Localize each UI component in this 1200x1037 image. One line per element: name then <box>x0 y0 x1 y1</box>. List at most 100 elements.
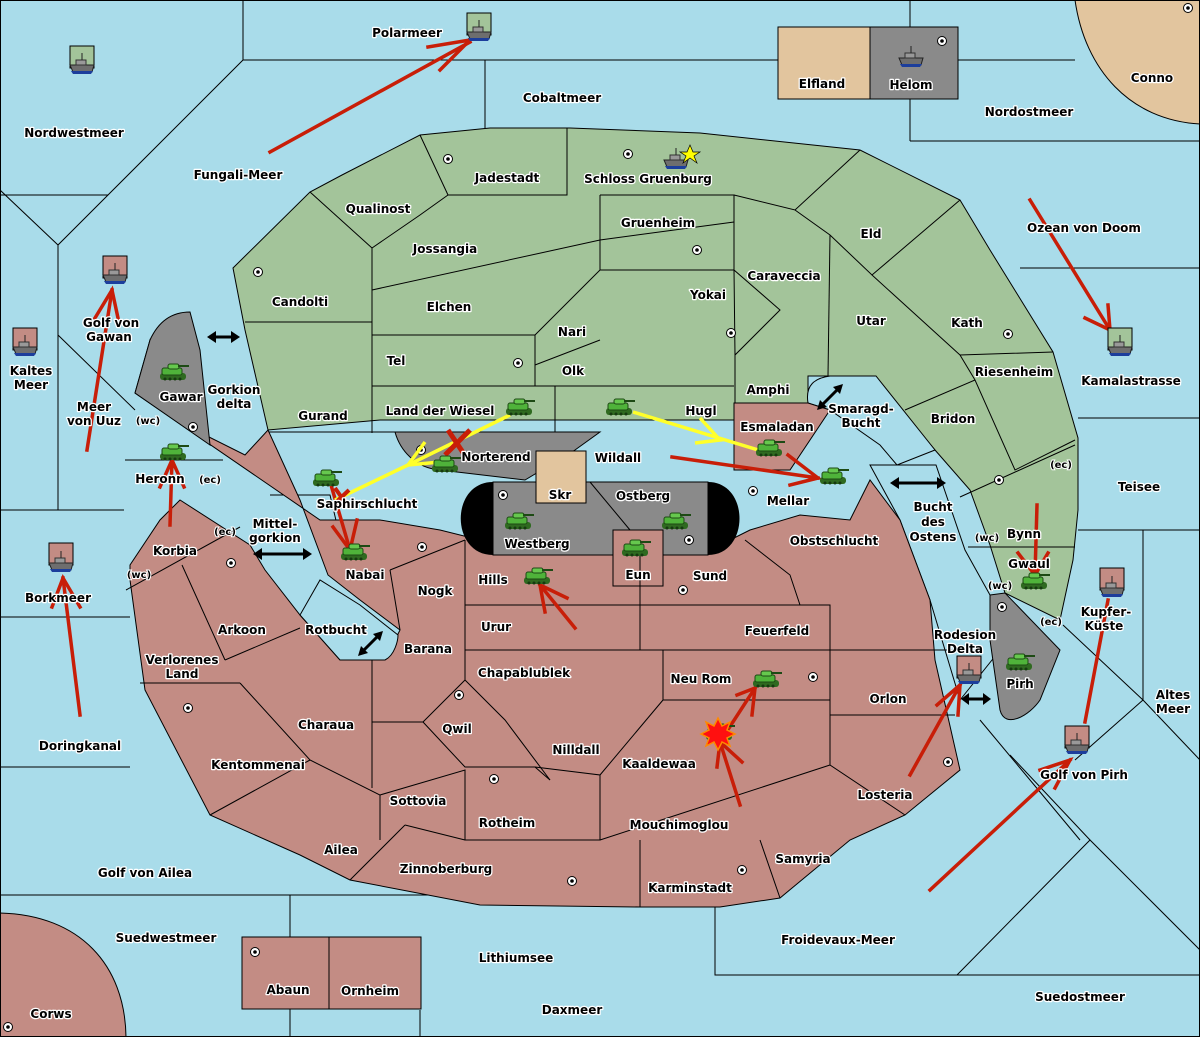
province-labels: Polarmeer Nordwestmeer Cobaltmeer Elflan… <box>8 25 1191 1023</box>
supply-center-yokai <box>726 328 736 338</box>
green-borders <box>245 128 1076 548</box>
label-smaragd-1: Smaragd- <box>828 402 893 416</box>
label-candolti: Candolti <box>272 295 328 309</box>
label-kaltes-2: Meer <box>14 378 48 392</box>
label-obst: Obstschlucht <box>790 534 879 548</box>
label-qualinost: Qualinost <box>346 202 411 216</box>
label-ostberg: Ostberg <box>616 489 670 503</box>
label-suedostmeer: Suedostmeer <box>1035 990 1125 1004</box>
label-gwaul: Gwaul <box>1008 557 1050 571</box>
label-sund: Sund <box>693 569 727 583</box>
label-gorkion-2: delta <box>217 397 252 411</box>
west-cap <box>460 482 493 555</box>
star-icon <box>678 144 702 165</box>
province-skr[interactable] <box>535 450 587 504</box>
label-amphi: Amphi <box>746 383 789 397</box>
label-zinnoberburg: Zinnoberburg <box>400 862 492 876</box>
label-feuerfeld: Feuerfeld <box>745 624 810 638</box>
coast-tag: (wc) <box>136 416 160 427</box>
label-riesenheim: Riesenheim <box>975 365 1054 379</box>
label-rodesion-1: Rodesion <box>934 628 996 642</box>
label-urur: Urur <box>481 620 511 634</box>
label-chapablublek: Chapablublek <box>478 666 571 680</box>
label-kupfer-1: Kupfer- <box>1081 605 1131 619</box>
coast-tag: (ec) <box>214 527 236 538</box>
province-conno[interactable] <box>1074 0 1200 125</box>
province-corws[interactable] <box>0 912 127 1037</box>
label-froidevaux: Froidevaux-Meer <box>781 933 895 947</box>
label-cobaltmeer: Cobaltmeer <box>523 91 601 105</box>
label-mittel-2: gorkion <box>249 531 301 545</box>
label-arkoon: Arkoon <box>218 623 266 637</box>
label-fungali: Fungali-Meer <box>194 168 283 182</box>
label-yokai: Yokai <box>689 288 726 302</box>
supply-center-conno <box>1183 3 1193 13</box>
label-daxmeer: Daxmeer <box>542 1003 603 1017</box>
label-lithiumsee: Lithiumsee <box>479 951 554 965</box>
label-golfpirh: Golf von Pirh <box>1040 768 1128 782</box>
label-olk: Olk <box>562 364 585 378</box>
supply-center-schloss <box>623 149 633 159</box>
label-landwiesel: Land der Wiesel <box>386 404 495 418</box>
province-eun[interactable] <box>612 529 664 587</box>
supply-center-sund <box>678 585 688 595</box>
sea-smaragd-bucht[interactable] <box>806 375 936 466</box>
label-barana: Barana <box>404 642 452 656</box>
supply-center-tel <box>513 358 523 368</box>
supply-center-candolti <box>253 267 263 277</box>
label-verlorenes-1: Verlorenes <box>146 653 219 667</box>
supply-center-bridon <box>994 475 1004 485</box>
supply-center-neurom <box>808 672 818 682</box>
label-samyria: Samyria <box>775 852 830 866</box>
coast-tag: (ec) <box>199 475 221 486</box>
label-ornheim: Ornheim <box>341 984 399 998</box>
label-losteria: Losteria <box>857 788 912 802</box>
label-doringkanal: Doringkanal <box>39 739 121 753</box>
label-helom: Helom <box>889 78 932 92</box>
supply-center-gawar <box>188 422 198 432</box>
coast-tag: (wc) <box>975 533 999 544</box>
supply-center-jadestadt <box>443 154 453 164</box>
supply-center-corws <box>3 1022 13 1032</box>
label-hugl: Hugl <box>685 404 716 418</box>
label-abaun: Abaun <box>266 983 309 997</box>
supply-center-korbia <box>226 558 236 568</box>
label-nogk: Nogk <box>418 584 454 598</box>
label-mouchimoglou: Mouchimoglou <box>630 818 729 832</box>
label-nari: Nari <box>558 325 586 339</box>
label-charaua: Charaua <box>298 718 354 732</box>
label-uuz-1: Meer <box>77 400 111 414</box>
label-eun: Eun <box>625 568 650 582</box>
label-altes-1: Altes <box>1156 688 1190 702</box>
label-tel: Tel <box>387 354 406 368</box>
coast-tag: (ec) <box>1040 617 1062 628</box>
label-polarmeer: Polarmeer <box>372 26 442 40</box>
label-ailea: Ailea <box>324 843 358 857</box>
supply-center-qwil <box>454 690 464 700</box>
label-orlon: Orlon <box>869 692 906 706</box>
label-jossangia: Jossangia <box>412 242 477 256</box>
failed-order-markers <box>328 428 472 510</box>
label-karminstadt: Karminstadt <box>648 881 732 895</box>
label-kentommenai: Kentommenai <box>211 758 305 772</box>
province-elfland[interactable] <box>777 26 871 100</box>
label-buchtostens-2: des <box>921 515 945 529</box>
east-cap <box>708 482 740 555</box>
supply-center-rotheim <box>489 774 499 784</box>
coast-tag: (wc) <box>127 570 151 581</box>
label-rodesion-2: Delta <box>947 642 983 656</box>
label-ozean: Ozean von Doom <box>1027 221 1141 235</box>
label-pirh: Pirh <box>1006 677 1033 691</box>
supply-center-kath <box>1003 329 1013 339</box>
label-gurand: Gurand <box>298 409 348 423</box>
label-elchen: Elchen <box>427 300 472 314</box>
province-ornheim[interactable] <box>328 936 422 1010</box>
label-qwil: Qwil <box>442 722 472 736</box>
label-buchtostens-3: Ostens <box>910 530 957 544</box>
supply-center-mellar <box>748 486 758 496</box>
label-saphir: Saphirschlucht <box>317 497 418 511</box>
channel-arrows <box>207 331 991 705</box>
label-kamalastrasse: Kamalastrasse <box>1081 374 1181 388</box>
label-rotbucht: Rotbucht <box>305 623 367 637</box>
